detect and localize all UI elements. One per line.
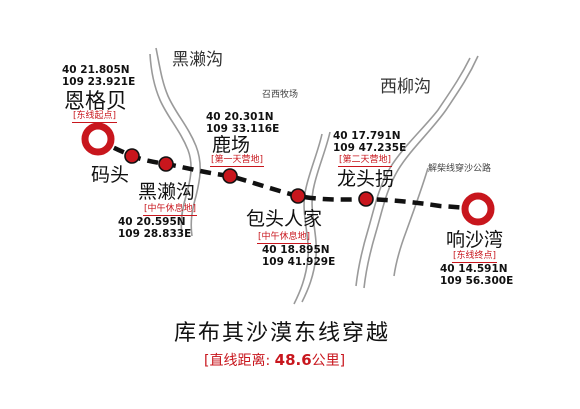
- baotou-lon: 109 41.929E: [262, 256, 336, 268]
- heilaigou-name: 黑濑沟: [138, 181, 196, 203]
- distance-suffix: 公里]: [311, 353, 346, 369]
- end-tag: 东线终点: [452, 252, 498, 263]
- start-name: 恩格贝: [64, 89, 127, 113]
- start-lat: 40 21.805N: [62, 64, 130, 76]
- waypoint-longtouguai-marker: [358, 191, 374, 207]
- start-tag: 东线起点: [72, 112, 118, 123]
- area-label-road: 解柴线穿沙公路: [428, 164, 492, 174]
- heilaigou-tag: 中午休息地: [143, 205, 198, 216]
- baotou-lat: 40 18.895N: [262, 244, 330, 256]
- end-lat: 40 14.591N: [440, 263, 508, 275]
- heilaigou-lat: 40 20.595N: [118, 216, 186, 228]
- valley-middle: [293, 131, 331, 305]
- heilaigou-lon: 109 28.833E: [118, 228, 192, 240]
- longtouguai-coords: 40 17.791N 109 47.235E: [333, 130, 406, 154]
- waypoint-matou-marker: [124, 148, 140, 164]
- valley-label-xiliugou: 西柳沟: [380, 77, 431, 97]
- longtouguai-name: 龙头拐: [337, 168, 395, 190]
- baotou-name: 包头人家: [246, 208, 323, 230]
- waypoint-luchang-marker: [222, 168, 238, 184]
- luchang-lon: 109 33.116E: [206, 123, 280, 135]
- valley-label-heilaigou: 黑濑沟: [172, 50, 223, 70]
- heilaigou-coords: 40 20.595N 109 28.833E: [118, 216, 191, 240]
- area-label-zhaoxi: 召西牧场: [262, 90, 299, 100]
- luchang-lat: 40 20.301N: [206, 111, 274, 123]
- baotou-coords: 40 18.895N 109 41.929E: [262, 244, 335, 268]
- matou-name: 码头: [91, 164, 130, 186]
- map-title: 库布其沙漠东线穿越: [174, 321, 391, 346]
- baotou-tag: 中午休息地: [257, 233, 312, 244]
- distance-value: 48.6: [274, 351, 312, 369]
- distance-label: [直线距离: 48.6公里]: [204, 351, 346, 369]
- waypoint-heilaigou-marker: [158, 156, 174, 172]
- valley-xiliugou: [355, 55, 479, 289]
- end-marker: [461, 192, 495, 226]
- luchang-tag: 第一天营地: [210, 156, 265, 167]
- waypoint-baotou-marker: [290, 188, 306, 204]
- end-coords: 40 14.591N 109 56.300E: [440, 263, 513, 287]
- distance-prefix: [直线距离:: [204, 353, 271, 369]
- luchang-name: 鹿场: [212, 134, 251, 156]
- end-lon: 109 56.300E: [440, 275, 514, 287]
- start-coords: 40 21.805N 109 23.921E: [62, 64, 135, 88]
- longtouguai-lat: 40 17.791N: [333, 130, 401, 142]
- end-name: 响沙湾: [446, 229, 504, 251]
- start-marker: [81, 122, 115, 156]
- longtouguai-lon: 109 47.235E: [333, 142, 407, 154]
- start-lon: 109 23.921E: [62, 76, 136, 88]
- longtouguai-tag: 第二天营地: [338, 156, 393, 167]
- valley-right: [393, 167, 429, 277]
- luchang-coords: 40 20.301N 109 33.116E: [206, 111, 279, 135]
